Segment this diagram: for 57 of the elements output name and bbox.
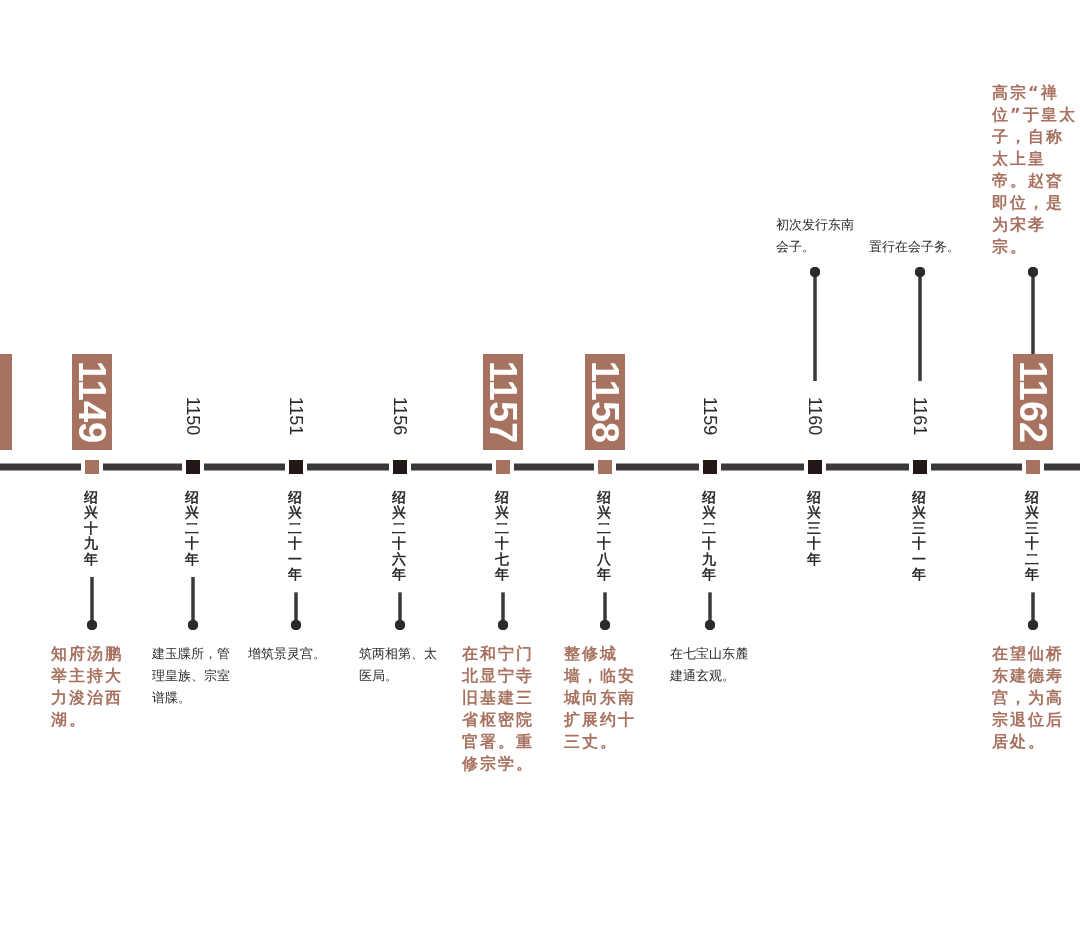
year-label: 1159 xyxy=(701,396,719,436)
era-label: 绍兴二十六年 xyxy=(392,490,406,583)
leader-line xyxy=(187,576,199,631)
timeline-line xyxy=(1044,463,1080,471)
event-text: 高宗“禅位”于皇太子，自称太上皇帝。赵昚即位，是为宋孝宗。 xyxy=(992,82,1078,258)
year-label: 1149 xyxy=(73,360,111,444)
era-label: 绍兴十九年 xyxy=(84,490,98,567)
leader-line xyxy=(86,576,98,631)
era-label: 绍兴三十二年 xyxy=(1025,490,1039,583)
leader-line xyxy=(599,592,611,631)
year-tab xyxy=(585,354,625,450)
timeline-line xyxy=(826,463,909,471)
year-tab xyxy=(483,354,523,450)
era-label: 绍兴二十一年 xyxy=(288,490,302,583)
era-label: 绍兴二十七年 xyxy=(495,490,509,583)
year-tab xyxy=(72,354,112,450)
event-text: 初次发行东南会子。 xyxy=(776,216,855,256)
timeline-line xyxy=(931,463,1022,471)
leader-line xyxy=(497,592,509,631)
year-label: 1151 xyxy=(287,396,305,436)
event-text: 在望仙桥东建德寿宫，为高宗退位后居处。 xyxy=(992,643,1065,753)
timeline-line xyxy=(204,463,285,471)
era-label: 绍兴二十九年 xyxy=(702,490,716,583)
event-text: 置行在会子务。 xyxy=(869,238,961,256)
year-label: 1150 xyxy=(184,396,202,436)
event-text: 建玉牒所，管理皇族、宗室谱牒。 xyxy=(152,645,231,707)
event-text: 筑两相第、太医局。 xyxy=(359,645,438,685)
leader-line xyxy=(290,592,302,631)
year-label: 1161 xyxy=(911,396,929,436)
timeline-line xyxy=(411,463,492,471)
event-text: 整修城墙，临安城向东南扩展约十三丈。 xyxy=(564,643,637,753)
era-label: 绍兴三十一年 xyxy=(912,490,926,583)
leader-line xyxy=(1027,592,1039,631)
timeline-line xyxy=(616,463,699,471)
era-label: 绍兴三十年 xyxy=(807,490,821,567)
timeline-line xyxy=(0,463,81,471)
event-text: 知府汤鹏举主持大力浚治西湖。 xyxy=(51,643,124,731)
leader-line xyxy=(914,266,926,381)
year-label: 1158 xyxy=(586,360,624,444)
event-text: 增筑景灵宫。 xyxy=(248,645,327,663)
leader-line xyxy=(394,592,406,631)
timeline-line xyxy=(103,463,182,471)
era-label: 绍兴二十八年 xyxy=(597,490,611,583)
timeline-line xyxy=(307,463,389,471)
event-text: 在和宁门北显宁寺旧基建三省枢密院官署。重修宗学。 xyxy=(462,643,535,775)
event-text: 在七宝山东麓建通玄观。 xyxy=(670,645,749,685)
year-label: 1157 xyxy=(484,360,522,444)
era-label: 绍兴二十年 xyxy=(185,490,199,567)
timeline-line xyxy=(721,463,804,471)
timeline-line xyxy=(514,463,594,471)
leader-line xyxy=(704,592,716,631)
year-tab xyxy=(1013,354,1053,450)
year-label: 1162 xyxy=(1014,360,1052,444)
year-label: 1160 xyxy=(806,396,824,436)
leader-line xyxy=(1027,266,1039,354)
leader-line xyxy=(809,266,821,381)
year-label: 1156 xyxy=(391,396,409,436)
